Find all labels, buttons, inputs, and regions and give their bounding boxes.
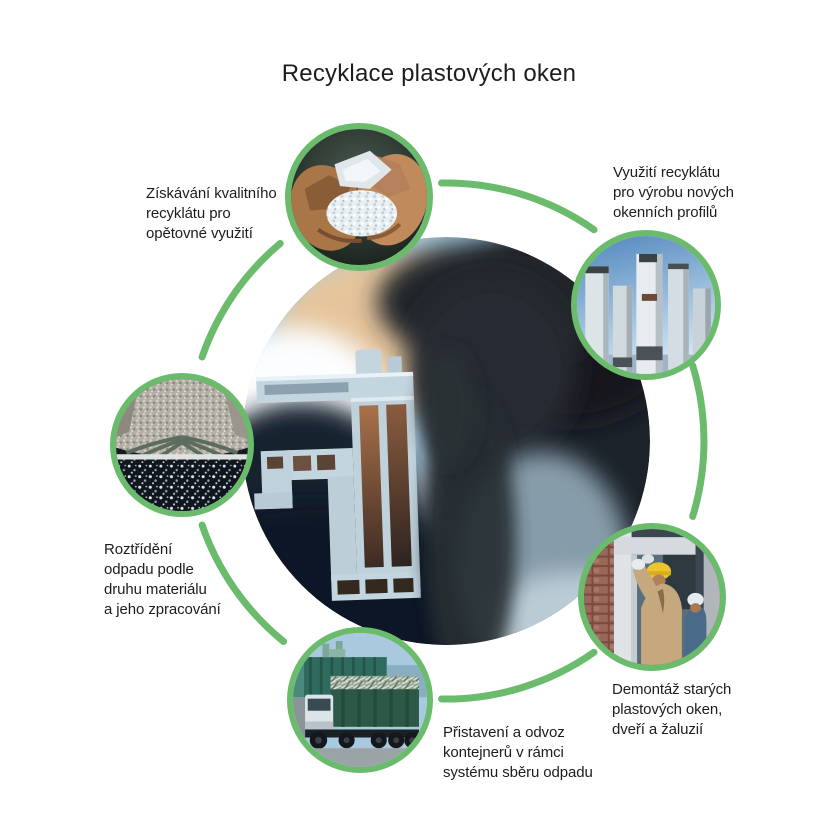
arc-bottomright-to-bottom bbox=[438, 648, 598, 703]
step-label-dismantling: Demontáž starých plastových oken, dveří … bbox=[612, 681, 732, 738]
photo-hands-granulate bbox=[291, 129, 427, 265]
step-label-granulate: Získávání kvalitního recyklátu pro opěto… bbox=[146, 185, 277, 242]
arc-topright-to-bottomright bbox=[689, 362, 708, 520]
step-circle-profiles bbox=[571, 230, 721, 380]
photo-sorting-machine bbox=[116, 379, 248, 511]
photo-dismantling-workers bbox=[584, 529, 720, 665]
step-label-profiles: Využití recyklátu pro výrobu nových oken… bbox=[613, 164, 734, 221]
step-circle-dismantling bbox=[578, 523, 726, 671]
photo-window-profiles bbox=[577, 236, 715, 374]
page-title: Recyklace plastových oken bbox=[281, 60, 577, 87]
step-circle-transport bbox=[287, 627, 433, 773]
arc-left-to-top bbox=[198, 239, 284, 361]
pvc-profile-cross-section bbox=[254, 349, 421, 601]
arc-bottom-to-left bbox=[198, 521, 288, 645]
step-circle-sorting bbox=[110, 373, 254, 517]
step-circle-granulate bbox=[285, 123, 433, 271]
arc-top-to-topright bbox=[438, 179, 598, 234]
photo-container-truck bbox=[293, 633, 427, 767]
step-label-transport: Přistavení a odvoz kontejnerů v rámci sy… bbox=[443, 724, 593, 781]
step-label-sorting: Roztřídění odpadu podle druhu materiálu … bbox=[104, 541, 221, 618]
